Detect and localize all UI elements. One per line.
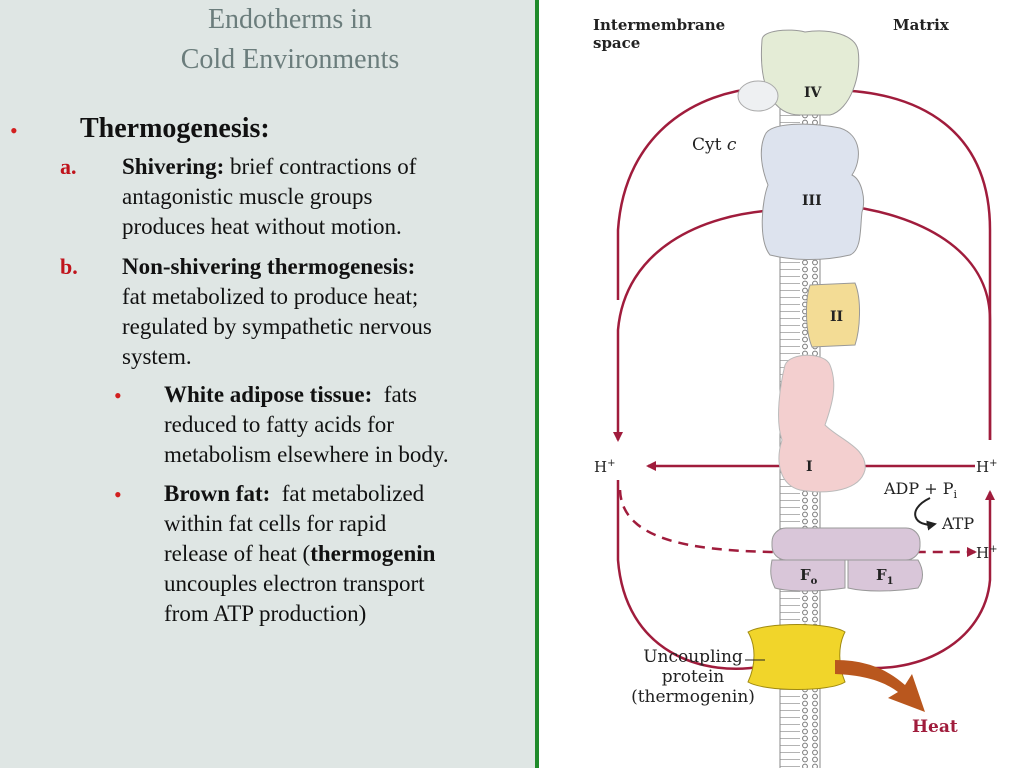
- heat-arrow: [835, 660, 925, 712]
- proton-arrow: [832, 85, 992, 440]
- proton-arrow: [616, 480, 772, 672]
- electron-transport-diagram: Intermembrane space Matrix IV III II I C…: [593, 16, 997, 768]
- item-non-shivering: Non-shivering thermogenesis: fat metabol…: [122, 252, 432, 372]
- diagram-panel: Intermembrane space Matrix IV III II I C…: [539, 0, 1024, 768]
- label-atp: ATP: [941, 514, 974, 533]
- complex-iv: [760, 29, 860, 116]
- sub-item-brown-fat: Brown fat: fat metabolized within fat ce…: [164, 479, 435, 629]
- item-line: antagonistic muscle groups: [122, 184, 373, 209]
- atp-synthesis-arrow: [914, 497, 937, 531]
- label-complex-ii: II: [830, 309, 843, 325]
- thermogenin-term: thermogenin: [310, 541, 436, 566]
- item-term: Non-shivering thermogenesis:: [122, 254, 416, 279]
- item-line: system.: [122, 344, 192, 369]
- label-complex-iv: IV: [804, 85, 823, 101]
- label-space: space: [593, 34, 640, 52]
- sub-item-line: fat metabolized: [270, 481, 425, 506]
- complex-i: [778, 354, 866, 493]
- label-complex-iii: III: [802, 193, 822, 209]
- main-bullet: Thermogenesis:: [80, 113, 270, 144]
- atp-synthase-f1: [847, 559, 923, 592]
- label-h-plus-left: H+: [594, 458, 615, 476]
- sub-item-line: fats: [372, 382, 418, 407]
- label-thermogenin: (thermogenin): [631, 687, 755, 707]
- proton-arrow: [616, 86, 761, 300]
- bullet-icon: •: [10, 118, 18, 143]
- panel-divider: [535, 0, 539, 768]
- sub-item-term: White adipose tissue:: [164, 382, 373, 407]
- item-term: Shivering:: [122, 154, 225, 179]
- cytochrome-c: [737, 80, 779, 112]
- sub-item-line: reduced to fatty acids for: [164, 412, 394, 437]
- slide-title-line2: Cold Environments: [180, 44, 400, 75]
- label-protein: protein: [662, 667, 725, 687]
- uncoupling-protein: [747, 624, 846, 690]
- sub-item-line: uncouples electron transport: [164, 571, 425, 596]
- sub-item-line: within fat cells for rapid: [164, 511, 387, 536]
- sub-item-term: Brown fat:: [164, 481, 271, 506]
- label-heat: Heat: [912, 717, 958, 737]
- complex-ii: [805, 282, 861, 348]
- item-line: brief contractions of: [224, 154, 417, 179]
- label-matrix: Matrix: [893, 16, 950, 34]
- proton-arrow: [613, 208, 779, 442]
- item-shivering: Shivering: brief contractions of antagon…: [122, 152, 416, 242]
- sub-item-line: metabolism elsewhere in body.: [164, 442, 449, 467]
- sub-item-line: from ATP production): [164, 601, 367, 626]
- sub-bullet-icon: •: [114, 383, 122, 408]
- label-fo: Fo: [800, 566, 818, 587]
- slide-title-line1: Endotherms in: [207, 4, 373, 35]
- sub-bullet-icon: •: [114, 482, 122, 507]
- label-uncoupling: Uncoupling: [643, 647, 743, 667]
- complex-iii: [760, 123, 865, 260]
- item-line: regulated by sympathetic nervous: [122, 314, 432, 339]
- sub-item-line: release of heat (: [164, 541, 311, 566]
- sub-item-white-adipose: White adipose tissue: fats reduced to fa…: [164, 380, 449, 470]
- item-marker-b: b.: [60, 254, 78, 279]
- label-f1: F1: [876, 566, 894, 587]
- label-h-plus-right: H+: [976, 458, 997, 476]
- label-intermembrane: Intermembrane: [593, 16, 725, 34]
- atp-synthase-fo: [770, 559, 846, 592]
- item-line: produces heat without motion.: [122, 214, 402, 239]
- atp-synthase-top: [771, 527, 921, 561]
- label-cyt-c: Cyt c: [692, 135, 737, 155]
- item-line: fat metabolized to produce heat;: [122, 284, 419, 309]
- label-adp-pi: ADP + Pi: [883, 479, 958, 501]
- label-complex-i: I: [806, 459, 813, 475]
- label-h-plus-right-lower: H+: [976, 544, 997, 562]
- text-panel: Endotherms in Cold Environments • Thermo…: [0, 0, 535, 768]
- proton-arrow: [838, 200, 992, 440]
- proton-arrow-dashed: [618, 489, 977, 557]
- item-marker-a: a.: [60, 154, 77, 179]
